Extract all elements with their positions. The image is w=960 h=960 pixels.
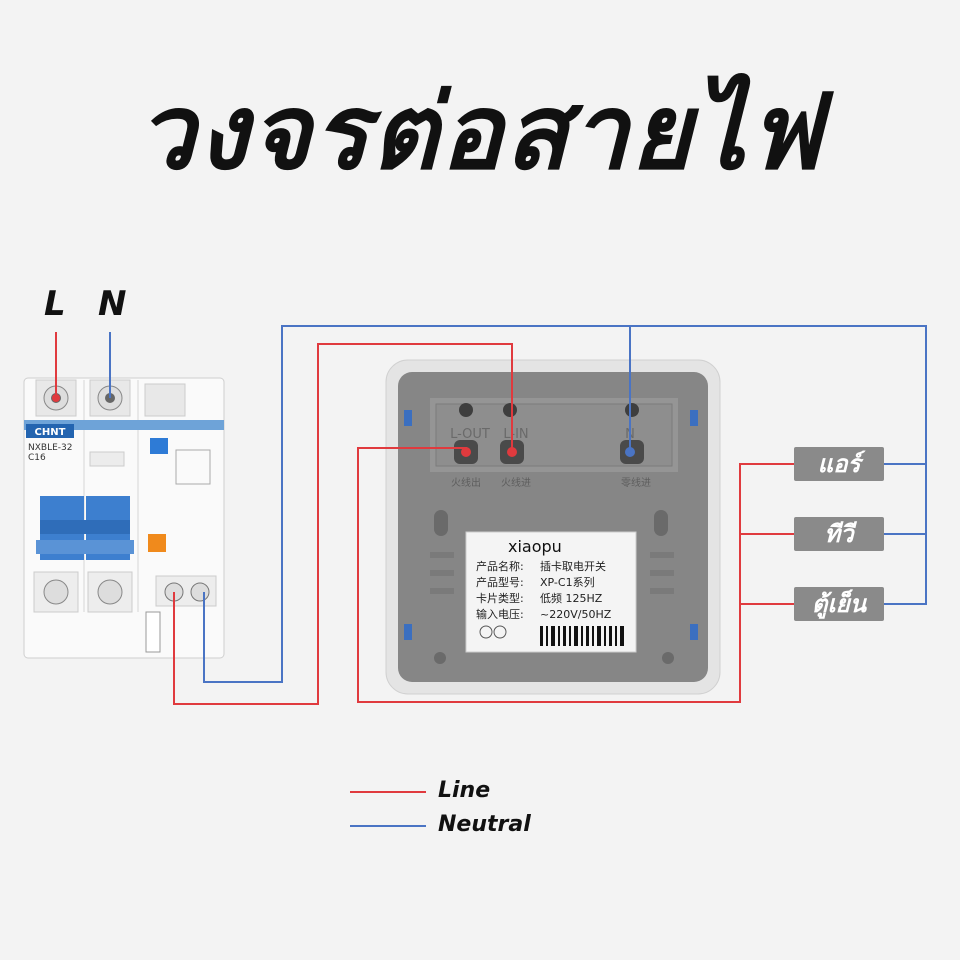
wire-line-breaker-to-switch xyxy=(173,343,513,705)
label-key-3: 卡片类型: xyxy=(476,591,524,605)
label-val-1: 插卡取电开关 xyxy=(540,559,606,573)
label-key-2: 产品型号: xyxy=(476,575,524,589)
wire-neutral-breaker-to-bus xyxy=(203,325,927,683)
breaker-rating: C16 xyxy=(28,453,46,463)
page-title: วงจรต่อสายไฟ xyxy=(136,71,824,193)
breaker-model: NXBLE-32 xyxy=(28,443,72,453)
barcode-icon xyxy=(540,626,624,646)
load-tv: ทีวี xyxy=(794,517,884,551)
load-air-conditioner: แอร์ xyxy=(794,447,884,481)
reset-button-icon xyxy=(148,534,166,552)
label-key-1: 产品名称: xyxy=(476,559,524,573)
breaker-bottom-terminals xyxy=(33,571,217,613)
wires xyxy=(52,325,927,705)
product-label: xiaopu 产品名称: 插卡取电开关 产品型号: XP-C1系列 卡片类型: … xyxy=(465,531,637,653)
load-refrigerator: ตู้เย็น xyxy=(794,587,884,621)
brand-logo: CHNT xyxy=(35,427,66,438)
product-brand: xiaopu xyxy=(508,537,562,556)
circuit-breaker: CHNT NXBLE-32 C16 xyxy=(23,377,225,659)
terminal-cn-lout: 火线出 xyxy=(451,476,481,489)
terminal-cn-n: 零线进 xyxy=(621,476,651,489)
terminal-cn-lin: 火线进 xyxy=(501,476,531,489)
terminal-label-lout: L-OUT xyxy=(450,427,490,442)
label-key-4: 输入电压: xyxy=(476,607,524,621)
legend-line-label: Line xyxy=(438,778,491,803)
label-neutral-input: N xyxy=(98,284,127,324)
card-switch-back: L-OUT L-IN N 火线出 火线进 零线进 xiaopu 产品名称: 插卡… xyxy=(385,359,721,695)
test-button xyxy=(150,438,168,454)
brand-badge xyxy=(26,424,74,438)
legend-neutral-label: Neutral xyxy=(438,812,531,837)
terminal-label-lin: L-IN xyxy=(503,427,528,442)
breaker-toggle-switches xyxy=(36,496,134,560)
label-val-3: 低频 125HZ xyxy=(540,591,603,605)
label-val-2: XP-C1系列 xyxy=(540,575,595,589)
label-line-input: L xyxy=(44,284,66,324)
label-val-4: ~220V/50HZ xyxy=(540,608,612,621)
